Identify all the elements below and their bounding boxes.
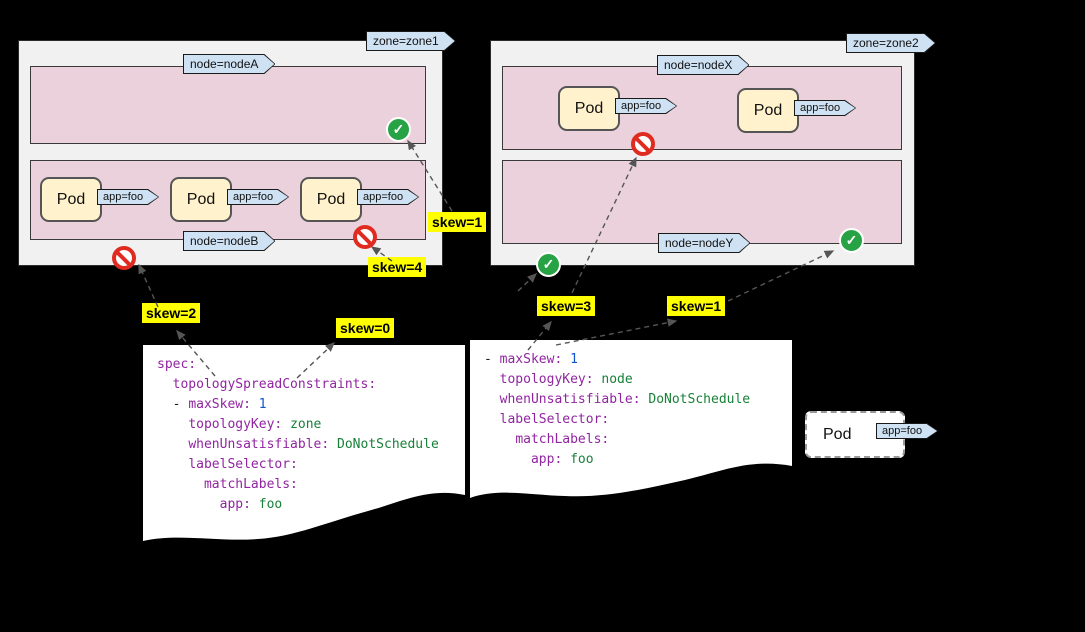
no-entry-icon-below-nodeB: [112, 246, 136, 270]
node-tag-arrow-icon: [183, 54, 275, 74]
check-glyph: ✓: [542, 256, 555, 272]
skew-label-1: skew=1: [428, 212, 487, 232]
app-foo-tag-incoming: app=foo: [876, 423, 938, 439]
skew-label-4: skew=4: [368, 257, 427, 277]
app-foo-label: app=foo: [800, 102, 841, 114]
pod-nodeB-2: Pod: [170, 177, 232, 222]
nodeB-tag: node=nodeB: [183, 231, 275, 251]
check-circle-icon-nodeA: ✓: [386, 117, 411, 142]
nodeB-label: node=nodeB: [190, 234, 259, 248]
yaml-code-zone: spec: topologySpreadConstraints: - maxSk…: [157, 357, 439, 512]
node-tag-arrow-icon: [183, 231, 275, 251]
zone1-label: zone=zone1: [373, 34, 439, 48]
nodeY-tag: node=nodeY: [658, 233, 750, 253]
app-foo-tag: app=foo: [227, 189, 289, 205]
tag-arrow-icon: [615, 98, 677, 114]
yaml-spec-node-constraint: - maxSkew: 1 topologyKey: node whenUnsat…: [470, 340, 792, 510]
pod-label: Pod: [753, 101, 783, 119]
paper-shape: [143, 345, 465, 541]
pod-nodeB-1: Pod: [40, 177, 102, 222]
app-foo-tag: app=foo: [615, 98, 677, 114]
app-foo-tag: app=foo: [357, 189, 419, 205]
nodeX-tag: node=nodeX: [657, 55, 749, 75]
tag-arrow-icon: [357, 189, 419, 205]
tag-arrow-icon: [97, 189, 159, 205]
node-tag-arrow-icon: [658, 233, 750, 253]
skew-label-3: skew=3: [537, 296, 596, 316]
app-foo-label: app=foo: [621, 100, 662, 112]
app-foo-tag: app=foo: [97, 189, 159, 205]
tag-arrow-icon: [227, 189, 289, 205]
pod-label: Pod: [186, 190, 216, 208]
app-foo-label: app=foo: [882, 425, 923, 437]
app-foo-tag: app=foo: [794, 100, 856, 116]
nodeY-label: node=nodeY: [665, 236, 734, 250]
app-foo-label: app=foo: [233, 191, 274, 203]
zone2-label: zone=zone2: [853, 36, 919, 50]
yaml-code-node: - maxSkew: 1 topologyKey: node whenUnsat…: [484, 352, 751, 467]
pod-label: Pod: [574, 99, 604, 117]
tag-arrow-icon: [876, 423, 938, 439]
yaml-spec-zone-constraint: spec: topologySpreadConstraints: - maxSk…: [143, 345, 465, 555]
nodeA-tag: node=nodeA: [183, 54, 275, 74]
zone-tag-arrow-icon: [846, 33, 936, 53]
skew-label-0: skew=0: [336, 318, 395, 338]
zone1-tag: zone=zone1: [366, 31, 456, 51]
paper-shape: [470, 340, 792, 498]
pod-nodeX-1: Pod: [558, 86, 620, 131]
app-foo-label: app=foo: [363, 191, 404, 203]
tag-arrow-icon: [794, 100, 856, 116]
app-foo-label: app=foo: [103, 191, 144, 203]
nodeA-box: [30, 66, 426, 144]
pod-label: Pod: [316, 190, 346, 208]
zone-tag-arrow-icon: [366, 31, 456, 51]
pod-nodeB-3: Pod: [300, 177, 362, 222]
check-glyph: ✓: [845, 232, 858, 248]
check-circle-icon-zone2-left: ✓: [536, 252, 561, 277]
zone2-tag: zone=zone2: [846, 33, 936, 53]
nodeX-label: node=nodeX: [664, 58, 733, 72]
check-circle-icon-nodeY: ✓: [839, 228, 864, 253]
pod-label: Pod: [56, 190, 86, 208]
pod-label: Pod: [823, 425, 852, 443]
skew-label-1b: skew=1: [667, 296, 726, 316]
no-entry-icon-nodeX: [631, 132, 655, 156]
nodeA-label: node=nodeA: [190, 57, 259, 71]
skew-label-2: skew=2: [142, 303, 201, 323]
node-tag-arrow-icon: [657, 55, 749, 75]
check-glyph: ✓: [392, 121, 405, 137]
pod-nodeX-2: Pod: [737, 88, 799, 133]
no-entry-icon-nodeB-right: [353, 225, 377, 249]
